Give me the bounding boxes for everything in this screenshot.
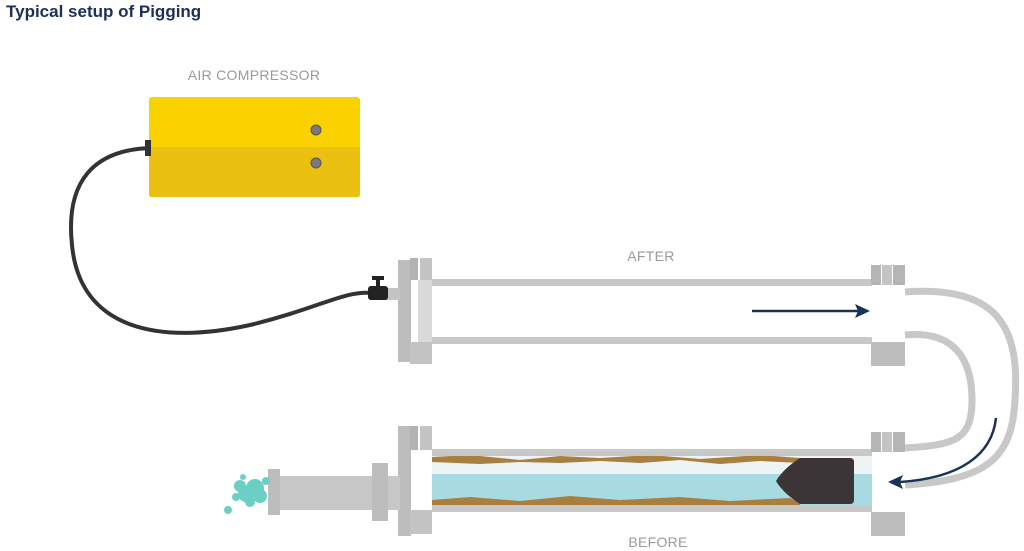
air-hose xyxy=(69,146,373,335)
u-bend-pipe xyxy=(904,287,1020,489)
pipeline-pig xyxy=(776,458,854,504)
valve-icon xyxy=(368,276,388,300)
before-label: BEFORE xyxy=(628,534,687,550)
discharge-splash xyxy=(224,474,270,514)
indicator-light-icon xyxy=(310,124,322,136)
air-compressor xyxy=(145,97,360,197)
flow-arrow-after xyxy=(752,304,870,318)
flow-arrow-bend xyxy=(888,417,998,489)
page-title: Typical setup of Pigging xyxy=(6,2,202,21)
indicator-light-icon xyxy=(310,157,322,169)
air-compressor-label: AIR COMPRESSOR xyxy=(188,67,321,83)
outlet-pipe xyxy=(268,463,400,521)
after-label: AFTER xyxy=(627,248,674,264)
after-pipe xyxy=(386,258,905,366)
